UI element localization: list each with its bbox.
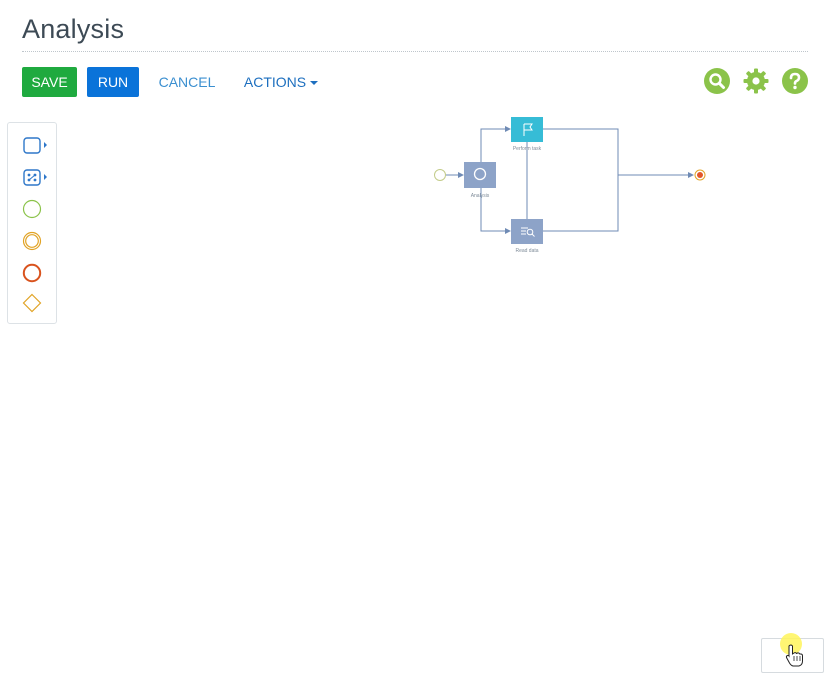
palette-user-task[interactable] <box>8 131 58 159</box>
start-event-icon <box>22 199 42 219</box>
analysis-task[interactable]: Analysis <box>464 162 496 199</box>
script-task-icon <box>23 169 47 186</box>
task-icon <box>23 137 47 154</box>
title-divider <box>22 51 808 52</box>
run-button[interactable]: RUN <box>87 67 139 97</box>
palette-start-event[interactable] <box>8 195 58 223</box>
start-event[interactable] <box>434 169 446 181</box>
cursor-highlight <box>780 633 802 655</box>
palette-gateway[interactable] <box>8 289 58 317</box>
flow-lines <box>446 126 694 234</box>
element-palette <box>7 122 57 324</box>
end-event[interactable] <box>694 169 706 181</box>
process-diagram[interactable]: Analysis Perform task Read data <box>420 110 720 270</box>
palette-intermediate-event[interactable] <box>8 227 58 255</box>
page-title: Analysis <box>22 14 125 44</box>
save-button[interactable]: SAVE <box>22 67 77 97</box>
actions-label: ACTIONS <box>243 74 307 90</box>
gear-icon[interactable] <box>743 68 769 94</box>
search-icon[interactable] <box>704 68 730 94</box>
intermediate-event-icon <box>22 231 42 251</box>
palette-end-event[interactable] <box>8 259 58 287</box>
read-data-label: Read data <box>515 248 538 254</box>
gateway-icon <box>22 293 42 313</box>
perform-task-label: Perform task <box>513 146 542 152</box>
analysis-task-label: Analysis <box>471 193 490 199</box>
end-event-icon <box>22 263 42 283</box>
perform-task-node[interactable]: Perform task <box>511 117 543 152</box>
read-data-node[interactable]: Read data <box>511 219 543 254</box>
flag-icon <box>523 123 533 136</box>
caret-down-icon <box>310 81 319 86</box>
palette-script-task[interactable] <box>8 163 58 191</box>
actions-menu-button[interactable]: ACTIONS <box>240 67 322 97</box>
cancel-button[interactable]: CANCEL <box>158 74 216 90</box>
analysis-task-icon <box>473 167 487 181</box>
help-icon[interactable] <box>782 68 808 94</box>
hand-pointer-icon <box>785 644 803 667</box>
read-data-icon <box>521 227 535 237</box>
